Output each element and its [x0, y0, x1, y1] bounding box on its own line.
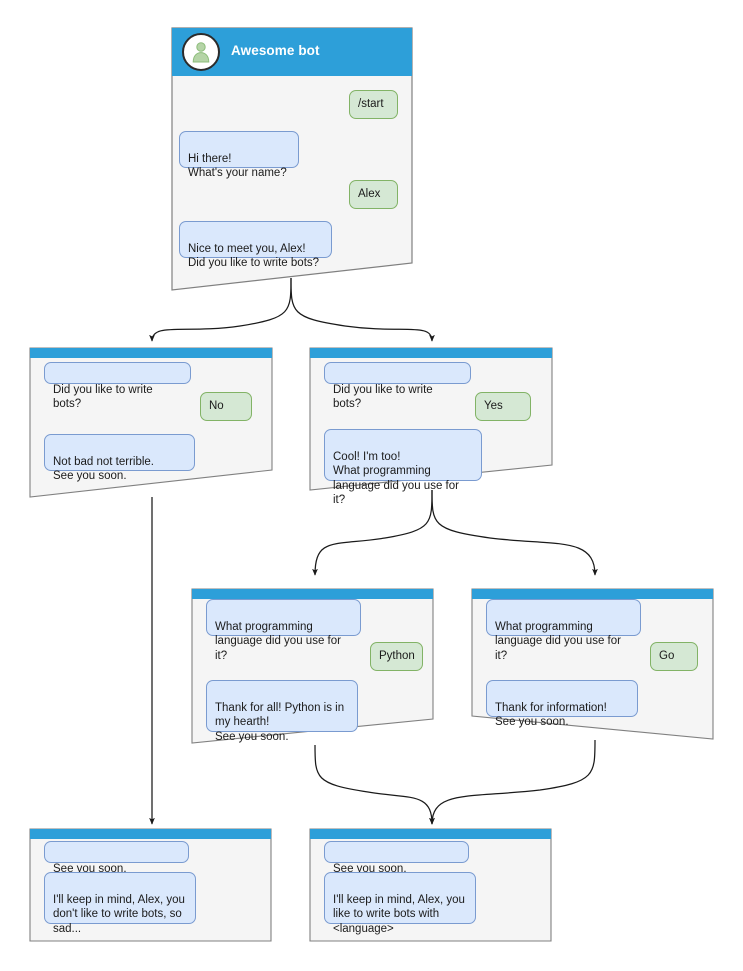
message-bubble-bot: Nice to meet you, Alex! Did you like to …: [179, 221, 332, 269]
message-bubble-bot: Thank for information! See you soon.: [486, 680, 638, 728]
message-text: I'll keep in mind, Alex, you like to wri…: [333, 893, 465, 935]
message-bubble-bot: I'll keep in mind, Alex, you don't like …: [44, 872, 196, 935]
message-text: Python: [379, 650, 415, 663]
message-bubble-bot: What programming language did you use fo…: [486, 599, 641, 662]
message-bubble-bot: See you soon.: [44, 841, 189, 875]
message-bubble-bot: Cool! I'm too! What programming language…: [324, 429, 482, 506]
message-text: Cool! I'm too! What programming language…: [333, 450, 459, 507]
message-bubble-bot: Hi there! What's your name?: [179, 131, 299, 179]
message-bubble-user: Go: [650, 642, 698, 671]
message-text: Thank for information! See you soon.: [495, 701, 607, 729]
message-bubble-user: Yes: [475, 392, 531, 421]
message-text: Hi there! What's your name?: [188, 152, 287, 180]
message-text: See you soon.: [53, 862, 127, 875]
message-text: Alex: [358, 188, 381, 201]
message-bubble-bot: What programming language did you use fo…: [206, 599, 361, 662]
message-bubble-user: Alex: [349, 180, 398, 209]
message-text: Go: [659, 650, 675, 663]
message-text: Did you like to write bots?: [53, 383, 153, 411]
message-bubble-bot: I'll keep in mind, Alex, you like to wri…: [324, 872, 476, 935]
message-bubble-bot: Did you like to write bots?: [324, 362, 471, 410]
edge-go-to-end-yes: [429, 739, 596, 825]
message-bubble-bot: Not bad not terrible. See you soon.: [44, 434, 195, 482]
message-bubble-user: No: [200, 392, 252, 421]
message-text: Not bad not terrible. See you soon.: [53, 455, 155, 483]
message-text: I'll keep in mind, Alex, you don't like …: [53, 893, 185, 935]
message-text: Did you like to write bots?: [333, 383, 433, 411]
message-text: /start: [358, 98, 384, 111]
person-avatar-icon: [182, 33, 220, 71]
message-text: Nice to meet you, Alex! Did you like to …: [188, 242, 320, 270]
end-no-card[interactable]: See you soon. I'll keep in mind, Alex, y…: [29, 828, 272, 942]
message-bubble-bot: Did you like to write bots?: [44, 362, 191, 410]
edge-yes-to-go: [431, 489, 598, 576]
go-branch-card[interactable]: What programming language did you use fo…: [471, 588, 714, 741]
no-branch-card[interactable]: Did you like to write bots? No Not bad n…: [29, 347, 273, 499]
message-text: Thank for all! Python is in my hearth! S…: [215, 701, 345, 743]
message-text: What programming language did you use fo…: [495, 620, 621, 662]
python-branch-card[interactable]: What programming language did you use fo…: [191, 588, 434, 745]
message-bubble-user: Python: [370, 642, 423, 671]
end-yes-card[interactable]: See you soon. I'll keep in mind, Alex, y…: [309, 828, 552, 942]
yes-branch-card[interactable]: Did you like to write bots? Yes Cool! I'…: [309, 347, 553, 506]
message-text: What programming language did you use fo…: [215, 620, 341, 662]
start-card-title: Awesome bot: [231, 43, 320, 58]
message-text: Yes: [484, 400, 503, 413]
message-text: See you soon.: [333, 862, 407, 875]
message-bubble-bot: See you soon.: [324, 841, 469, 875]
message-bubble-user: /start: [349, 90, 398, 119]
message-text: No: [209, 400, 224, 413]
edge-python-to-end-yes: [314, 744, 435, 825]
start-card[interactable]: Awesome bot /start Hi there! What's your…: [170, 26, 414, 292]
message-bubble-bot: Thank for all! Python is in my hearth! S…: [206, 680, 358, 743]
